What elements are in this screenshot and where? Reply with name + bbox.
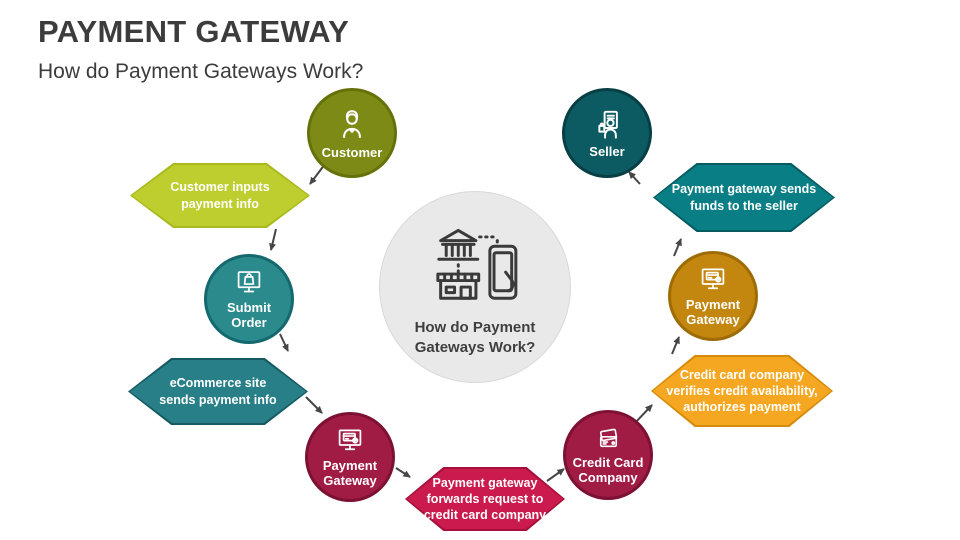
credit-cards-icon: [599, 429, 618, 448]
banner-label: Customer inputs payment info: [170, 180, 270, 211]
hexagon-fill: [407, 469, 563, 529]
flow-arrow: [546, 468, 565, 482]
node-label: Submit Order: [226, 300, 272, 330]
gateway-monitor-card-icon: [338, 429, 362, 451]
gateway-monitor-card-icon: [701, 268, 725, 290]
node-credit-card-company: Credit Card Company: [563, 410, 653, 500]
banner-label: Payment gateway forwards request to cred…: [423, 475, 547, 523]
flow-arrow: [671, 336, 680, 355]
banner-ecommerce-sends: eCommerce site sends payment info: [128, 358, 308, 425]
banner-gateway-forwards: Payment gateway forwards request to cred…: [405, 467, 565, 531]
hexagon-fill: [132, 165, 308, 226]
page-title: PAYMENT GATEWAY: [38, 14, 350, 49]
flow-arrow: [305, 396, 323, 414]
banner-label: Payment gateway sends funds to the selle…: [671, 182, 817, 213]
node-label: Payment Gateway: [322, 458, 378, 488]
flow-arrow: [269, 228, 277, 251]
banner-label: eCommerce site sends payment info: [159, 376, 277, 407]
order-monitor-bag-icon: [237, 271, 261, 293]
node-label: Seller: [589, 143, 625, 159]
seller-person-icon: [598, 110, 618, 139]
page-subtitle: How do Payment Gateways Work?: [38, 60, 364, 83]
flow-arrow: [395, 467, 411, 478]
banner-credit-verifies: Credit card company verifies credit avai…: [651, 355, 833, 427]
node-payment-gateway-request: Payment Gateway: [305, 412, 395, 502]
node-label: Customer: [321, 144, 383, 160]
node-payment-gateway-funds: Payment Gateway: [668, 251, 758, 341]
node-label: Credit Card Company: [572, 455, 644, 485]
center-topic-label: How do Payment Gateways Work?: [414, 319, 536, 357]
node-customer: Customer: [307, 88, 397, 178]
node-submit-order: Submit Order: [204, 254, 294, 344]
flow-arrow: [673, 238, 682, 257]
node-seller: Seller: [562, 88, 652, 178]
banner-gateway-sends-funds: Payment gateway sends funds to the selle…: [653, 163, 835, 232]
bank-store-phone-icon: [436, 228, 518, 300]
node-label: Payment Gateway: [685, 297, 741, 327]
hexagon-fill: [653, 357, 831, 425]
banner-customer-inputs: Customer inputs payment info: [130, 163, 310, 228]
flow-arrow: [628, 171, 641, 185]
customer-person-icon: [343, 109, 361, 138]
hexagon-fill: [130, 360, 306, 423]
hexagon-fill: [655, 165, 833, 230]
flow-arrow: [279, 333, 289, 352]
banner-label: Credit card company verifies credit avai…: [666, 367, 818, 415]
center-topic: How do Payment Gateways Work?: [379, 191, 571, 383]
